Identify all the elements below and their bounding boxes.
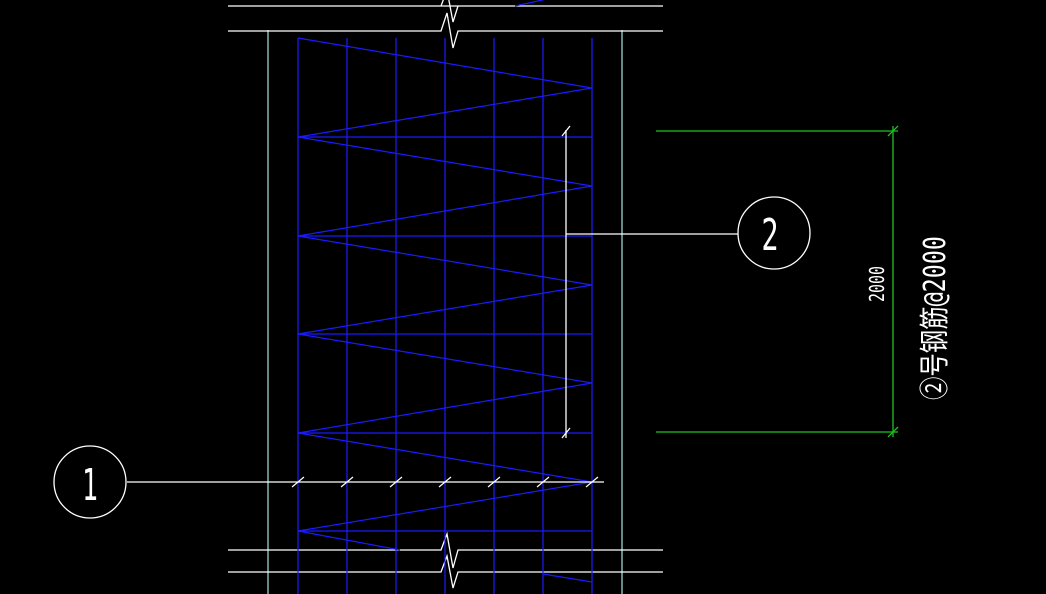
callout-1-tick bbox=[291, 476, 305, 488]
callout-2-label: 2 bbox=[761, 210, 778, 261]
bottom-break-line-1 bbox=[228, 531, 663, 569]
top-break-line-2 bbox=[228, 12, 663, 49]
rebar-2-bottom-tick bbox=[561, 427, 571, 439]
zigzag-rebar bbox=[297, 0, 593, 583]
rebar-2-top-tick bbox=[561, 125, 571, 137]
callout-2-circle bbox=[737, 196, 811, 270]
break-lines bbox=[228, 0, 663, 589]
callout-1-circle bbox=[53, 445, 127, 519]
callout-1-tick bbox=[438, 476, 452, 488]
rebar-2-extent bbox=[561, 125, 571, 439]
callout-1-label: 1 bbox=[82, 459, 98, 511]
callout-1-tick bbox=[340, 476, 354, 488]
top-break-line-1-zig bbox=[440, 0, 459, 23]
dimension-tick-top bbox=[887, 125, 899, 137]
callout-1-tick bbox=[487, 476, 501, 488]
callout-1-tick bbox=[389, 476, 403, 488]
zigzag-rebar-path bbox=[297, 37, 593, 551]
zigzag-rebar-top-tail bbox=[514, 0, 546, 7]
callout-1: 1 bbox=[53, 445, 604, 519]
callout-1-tick bbox=[536, 476, 550, 488]
callout-2: 2 bbox=[566, 196, 811, 270]
callout-1-ticks bbox=[291, 476, 599, 488]
zigzag-rebar-bottom-tail bbox=[542, 573, 593, 583]
rebar-spacing-note: ②号钢筋@2000 bbox=[918, 236, 953, 400]
callout-1-tick bbox=[585, 476, 599, 488]
dimension-tick-bottom bbox=[887, 426, 899, 438]
dimension-2000 bbox=[656, 125, 899, 438]
vertical-rebars bbox=[297, 38, 593, 594]
horizontal-rebars bbox=[298, 136, 592, 532]
bottom-break-line-2 bbox=[228, 553, 663, 589]
dimension-value: 2000 bbox=[867, 266, 890, 302]
wall-outline bbox=[267, 30, 623, 594]
